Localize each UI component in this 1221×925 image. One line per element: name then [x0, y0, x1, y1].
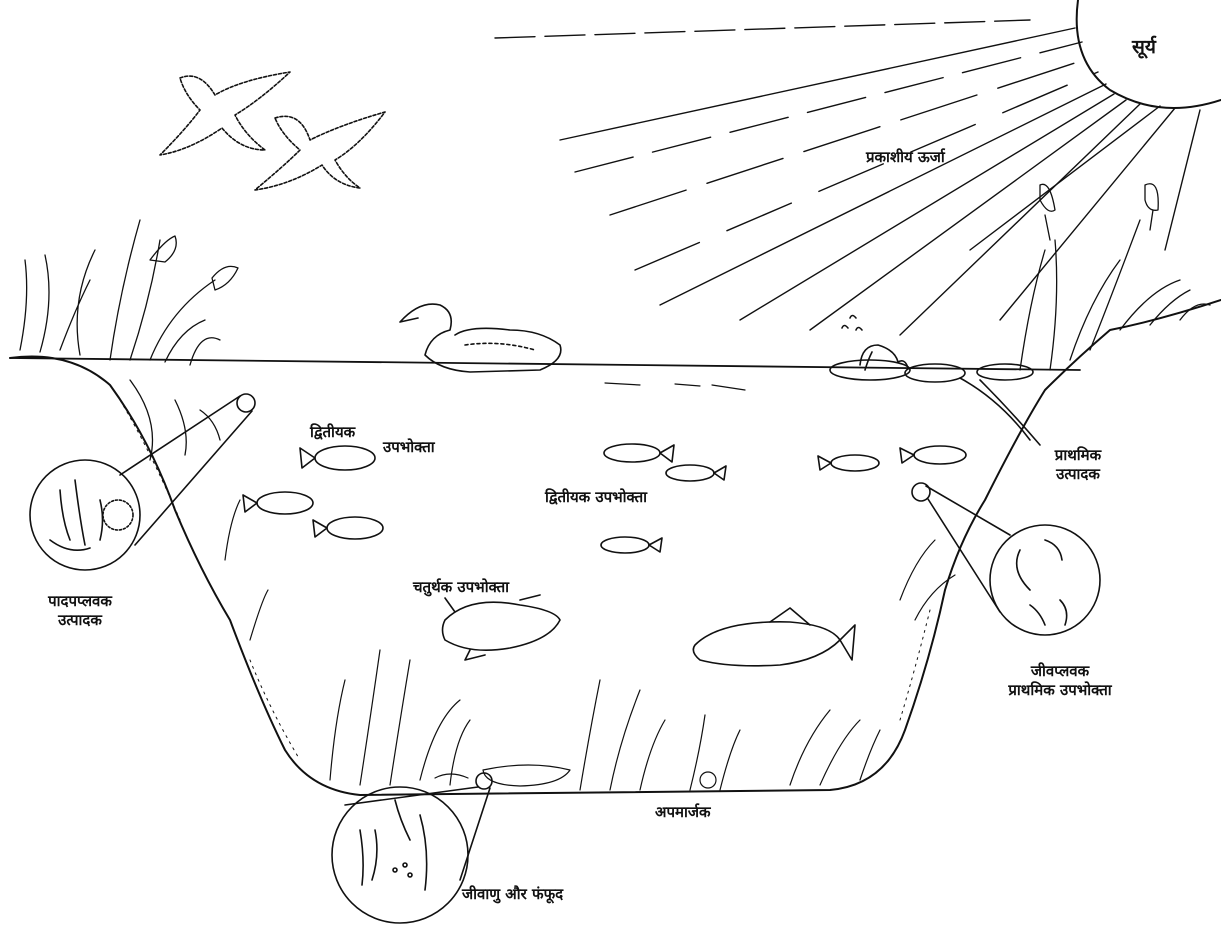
scavenger-label: अपमार्जक: [655, 803, 711, 822]
secondary-consumer-label-a: द्वितीयक: [310, 423, 355, 442]
light-rays: [495, 20, 1200, 335]
large-fish-icon: [693, 608, 855, 666]
phytoplankton-zoom-icon: [30, 394, 255, 570]
primary-producer-label-a: प्राथमिक: [1038, 446, 1118, 465]
phytoplankton-label: पादपप्लवक उत्पादक: [30, 592, 130, 630]
primary-producer-label-b: उत्पादक: [1038, 465, 1118, 484]
reeds-right: [1020, 184, 1210, 370]
bird-icon: [160, 72, 385, 190]
frog-icon: [830, 316, 1040, 446]
zooplankton-label-a: जीवप्लवक: [990, 662, 1130, 681]
fish-icon: [243, 446, 383, 539]
fish-icon: [601, 444, 966, 553]
phytoplankton-label-b: उत्पादक: [30, 611, 130, 630]
zooplankton-label-b: प्राथमिक उपभोक्ता: [990, 681, 1130, 700]
phytoplankton-label-a: पादपप्लवक: [30, 592, 130, 611]
aquatic-plants: [225, 500, 955, 790]
reeds-left: [20, 220, 238, 460]
decomposers-label: जीवाणु और फंफूद: [462, 885, 563, 904]
pond-basin: [10, 300, 1221, 795]
zooplankton-label: जीवप्लवक प्राथमिक उपभोक्ता: [990, 662, 1130, 700]
primary-producer-label: प्राथमिक उत्पादक: [1038, 446, 1118, 484]
quaternary-consumer-label: चतुर्थक उपभोक्ता: [413, 578, 509, 597]
sun-label: सूर्य: [1132, 38, 1156, 57]
secondary-consumer-label-2: द्वितीयक उपभोक्ता: [545, 488, 647, 507]
light-energy-label: प्रकाशीय ऊर्जा: [866, 148, 945, 167]
bass-icon: [443, 595, 561, 660]
secondary-consumer-label-b: उपभोक्ता: [383, 438, 435, 457]
small-fish-icon: [605, 383, 745, 390]
